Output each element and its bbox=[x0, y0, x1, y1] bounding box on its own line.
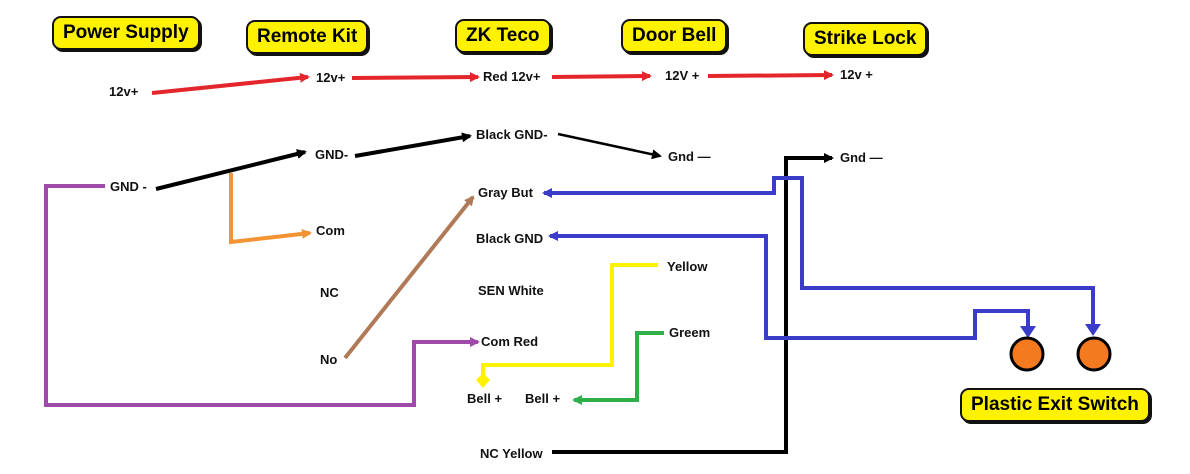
label-ps-12v: 12v+ bbox=[109, 84, 139, 99]
label-zk-com-red: Com Red bbox=[481, 334, 539, 349]
label-sl-12v: 12v + bbox=[840, 67, 873, 82]
blue-switch-arrows bbox=[1020, 324, 1101, 338]
yellow-wire bbox=[481, 263, 658, 383]
header-exit-switch: Plastic Exit Switch bbox=[960, 388, 1150, 422]
header-strike-lock: Strike Lock bbox=[803, 22, 928, 56]
label-zk-black-gnd: Black GND- bbox=[476, 127, 548, 142]
label-db-green: Greem bbox=[669, 325, 711, 340]
label-zk-bell-1: Bell + bbox=[467, 391, 503, 406]
label-db-gnd: Gnd — bbox=[668, 149, 711, 164]
label-zk-nc-yellow: NC Yellow bbox=[480, 446, 543, 461]
label-zk-gray: Gray But bbox=[478, 185, 533, 200]
label-zk-bell-2: Bell + bbox=[525, 391, 561, 406]
label-rk-gnd: GND- bbox=[315, 147, 349, 162]
label-rk-nc: NC bbox=[320, 285, 339, 300]
header-zk-teco: ZK Teco bbox=[455, 19, 551, 53]
yellow-wire-tip bbox=[476, 373, 490, 388]
label-rk-12v: 12v+ bbox=[316, 70, 346, 85]
purple-wire bbox=[44, 184, 480, 407]
label-zk-sen: SEN White bbox=[478, 283, 544, 298]
green-wire bbox=[572, 331, 664, 405]
header-power-supply: Power Supply bbox=[52, 16, 200, 50]
label-rk-no: No bbox=[320, 352, 338, 367]
label-zk-red: Red 12v+ bbox=[483, 69, 541, 84]
red-12v-wires bbox=[151, 70, 834, 95]
label-db-12v: 12V + bbox=[665, 68, 700, 83]
label-ps-gnd: GND - bbox=[110, 179, 147, 194]
brown-no-wire bbox=[343, 195, 475, 360]
exit-switch-button-1 bbox=[1009, 336, 1045, 372]
orange-com-wire bbox=[229, 173, 312, 245]
header-door-bell: Door Bell bbox=[621, 19, 728, 53]
black-gnd-wires bbox=[155, 132, 834, 454]
label-sl-gnd: Gnd — bbox=[840, 150, 883, 165]
label-rk-com: Com bbox=[316, 223, 345, 238]
label-db-yellow: Yellow bbox=[667, 259, 708, 274]
exit-switch-button-2 bbox=[1076, 336, 1112, 372]
header-remote-kit: Remote Kit bbox=[246, 20, 369, 54]
label-zk-black-gnd2: Black GND bbox=[476, 231, 544, 246]
blue-wires bbox=[542, 176, 1095, 340]
